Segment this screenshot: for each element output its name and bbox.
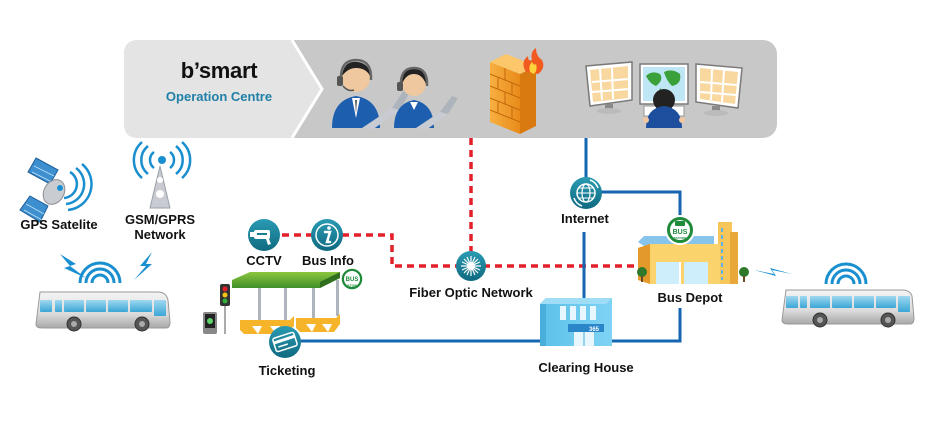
globe-icon[interactable] [570,177,602,209]
cell-tower-icon [132,141,192,209]
bus-depot-building-icon [637,222,749,284]
brand-name: b’smart [180,58,258,83]
bus-station-badge-text: BUS [673,229,688,236]
ticket-card-icon[interactable] [269,326,301,358]
fiber-optic-icon[interactable] [456,251,486,281]
firewall-icon [489,48,544,134]
gsm-gprs-label: GSM/GPRS Network [118,212,202,242]
call-centre-operators-icon [332,58,458,130]
internet-label: Internet [561,211,609,226]
traffic-light-icon [203,284,230,334]
bus-stop-badge-subtext: STOP [347,284,357,288]
lightning-bolt-icon [134,252,152,280]
wired-links [288,138,682,343]
info-icon[interactable] [311,219,343,251]
clearing-house-badge: 365 [589,327,600,333]
lightning-bolt-icon [754,268,792,276]
gps-satelite-label: GPS Satelite [20,217,98,232]
bus-stop-shelter-icon [232,272,340,334]
bus-stop-badge: BUS STOP [340,267,364,291]
cctv-camera-icon[interactable] [248,219,280,251]
clearing-house-label: Clearing House [538,360,634,375]
gsm-gprs-label-line1: GSM/GPRS [124,212,196,227]
clearing-house-building-icon: 365 [540,298,612,346]
bus-right [781,262,915,328]
ticketing-label: Ticketing [258,363,316,378]
brand-block: b’smart Operation Centre [160,58,278,106]
bus-info-label: Bus Info [302,253,354,268]
bus-stop-badge-text: BUS [346,277,359,283]
bus-left [35,261,171,332]
link-internet-bus-depot [586,190,682,222]
cctv-label: CCTV [246,253,282,268]
gsm-gprs-label-line2: Network [134,227,186,242]
wifi-signal-icon [824,262,868,285]
bus-depot-label: Bus Depot [657,290,723,305]
operation-centre-title: Operation Centre [165,89,273,104]
wifi-signal-icon [78,261,122,284]
lightning-bolt-icon [60,254,86,278]
monitoring-workstation-icon [585,61,743,128]
fiber-optic-network-label: Fiber Optic Network [409,285,533,300]
bus-station-badge: BUS STATION [665,215,695,245]
link-clearing-house-bus-depot [610,308,682,343]
satellite-icon [19,157,93,223]
bus-station-badge-subtext: STATION [674,236,687,240]
wireless-signal-bolts [60,252,792,280]
